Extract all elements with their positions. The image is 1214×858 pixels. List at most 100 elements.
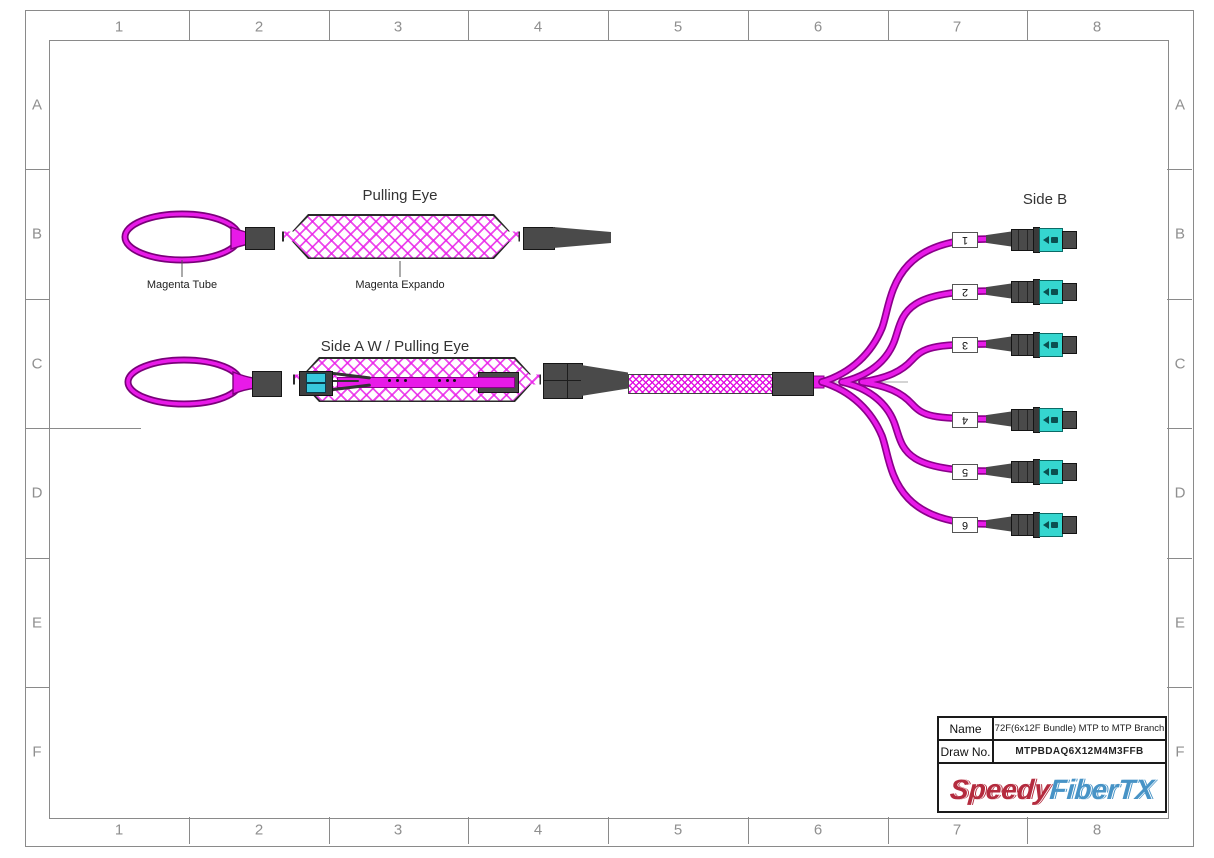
mesh-trunk-cable (628, 374, 774, 394)
grid-tick (608, 817, 609, 844)
logo-fibertx: FiberTX (1048, 773, 1156, 805)
fanout-fiber (329, 380, 359, 382)
inner-border (49, 40, 1169, 819)
fiber-dot (396, 379, 399, 382)
stowed-mtp-connector (306, 383, 326, 393)
grid-tick (1167, 428, 1192, 429)
side-b-title: Side B (1022, 191, 1068, 208)
title-block-drawno-row: Draw No. MTPBDAQ6X12M4M3FFB (939, 741, 1165, 764)
grid-row-label: C (31, 355, 43, 373)
connector-body (1011, 334, 1036, 356)
connector-boot (986, 463, 1012, 479)
grid-tick (748, 817, 749, 844)
connector-mark (1051, 289, 1058, 295)
grid-tick (1167, 558, 1192, 559)
leg-number: 6 (961, 519, 969, 531)
mtp-connector (986, 329, 1112, 359)
leg-number: 4 (961, 414, 969, 426)
leg-number-tag: 1 (952, 232, 978, 248)
connector-aqua-housing (1039, 333, 1063, 357)
connector-ferrule (1062, 283, 1077, 301)
grid-tick (189, 11, 190, 40)
connector-boot (986, 336, 1012, 352)
grid-tick (26, 299, 49, 300)
leg-number-tag: 3 (952, 337, 978, 353)
connector-aqua-housing (1039, 513, 1063, 537)
polarity-arrow-icon (1043, 521, 1049, 529)
connector-ferrule (1062, 411, 1077, 429)
grid-tick (329, 817, 330, 844)
polarity-arrow-icon (1043, 341, 1049, 349)
connector-mark (1051, 417, 1058, 423)
connector-ferrule (1062, 231, 1077, 249)
connector-boot (986, 411, 1012, 427)
fiber-dot (404, 379, 407, 382)
grid-column-label: 2 (254, 18, 264, 36)
leg-number: 3 (961, 339, 969, 351)
grid-column-label: 4 (533, 821, 543, 839)
connector-boot (986, 231, 1012, 247)
grid-tick (888, 817, 889, 844)
grid-row-label: E (1174, 614, 1186, 632)
grid-row-label: D (1174, 484, 1186, 502)
fiber-dot (446, 379, 449, 382)
polarity-arrow-icon (1043, 416, 1049, 424)
grid-column-label: 5 (673, 18, 683, 36)
grid-row-label: E (31, 614, 43, 632)
grid-tick (468, 11, 469, 40)
leg-number: 5 (961, 466, 969, 478)
leg-number: 2 (961, 286, 969, 298)
furcation-body (543, 363, 583, 399)
title-block: Name 72F(6x12F Bundle) MTP to MTP Branch… (937, 716, 1167, 813)
grid-column-label: 8 (1092, 18, 1102, 36)
connector-body (1011, 461, 1036, 483)
grid-tick (1167, 169, 1192, 170)
leg-number-tag: 2 (952, 284, 978, 300)
outer-border (25, 10, 1194, 847)
connector-boot (986, 516, 1012, 532)
magenta-tube-label: Magenta Tube (146, 279, 218, 291)
grid-column-label: 5 (673, 821, 683, 839)
side-a-title: Side A W / Pulling Eye (320, 338, 470, 355)
grid-row-label: D (31, 484, 43, 502)
grid-row-label: F (1175, 743, 1185, 761)
mtp-connector (986, 456, 1112, 486)
fiber-dot (438, 379, 441, 382)
grid-tick (189, 817, 190, 844)
pulling-eye-tip (553, 227, 611, 248)
grid-tick (26, 169, 49, 170)
name-value: 72F(6x12F Bundle) MTP to MTP Branch (994, 723, 1165, 734)
expando-crosshatch (284, 216, 519, 258)
connector-body (1011, 409, 1036, 431)
fiber-dot (453, 379, 456, 382)
crimp-block (252, 371, 282, 397)
grid-tick (748, 11, 749, 40)
connector-mark (1051, 237, 1058, 243)
grid-tick (1027, 11, 1028, 40)
grid-column-label: 3 (393, 18, 403, 36)
polarity-arrow-icon (1043, 468, 1049, 476)
grid-column-label: 6 (813, 18, 823, 36)
grid-row-label: F (32, 743, 42, 761)
grid-row-label: B (1174, 225, 1186, 243)
grid-tick (1167, 299, 1192, 300)
inner-cable (337, 377, 515, 388)
connector-aqua-housing (1039, 460, 1063, 484)
grid-column-label: 8 (1092, 821, 1102, 839)
draw-no-label: Draw No. (939, 741, 994, 762)
connector-mark (1051, 342, 1058, 348)
grid-tick (26, 558, 49, 559)
grid-column-label: 1 (114, 821, 124, 839)
stowed-mtp-connector (306, 373, 326, 383)
connector-boot (986, 283, 1012, 299)
leg-number: 1 (961, 234, 969, 246)
pulling-eye-title: Pulling Eye (362, 187, 438, 204)
connector-aqua-housing (1039, 280, 1063, 304)
grid-tick (1167, 687, 1192, 688)
connector-mark (1051, 522, 1058, 528)
grid-tick (26, 428, 141, 429)
grid-tick (888, 11, 889, 40)
grid-row-label: B (31, 225, 43, 243)
